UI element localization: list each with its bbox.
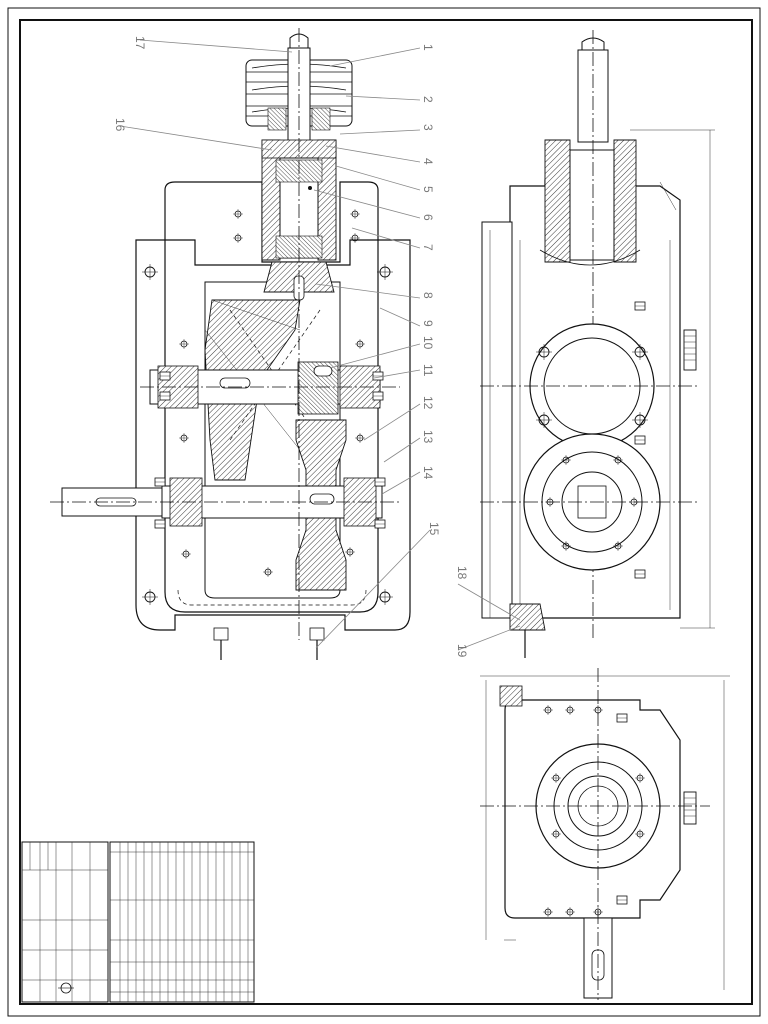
callout-1: 1 — [421, 44, 435, 51]
callout-14: 14 — [421, 466, 435, 480]
callout-12: 12 — [421, 396, 435, 410]
part-callouts: 17 1 2 3 4 5 6 7 8 9 10 11 12 13 14 15 1… — [113, 36, 469, 658]
title-block — [21, 841, 109, 1003]
outer-border — [7, 7, 761, 1017]
callout-10: 10 — [421, 336, 435, 350]
callout-13: 13 — [421, 430, 435, 444]
callout-3: 3 — [421, 124, 435, 131]
callout-2: 2 — [421, 96, 435, 103]
callout-11: 11 — [421, 364, 435, 377]
callout-4: 4 — [421, 158, 435, 165]
callout-leaders — [119, 39, 521, 651]
callout-6: 6 — [421, 214, 435, 221]
callout-17: 17 — [133, 36, 147, 50]
parts-list-table — [109, 841, 255, 1003]
callout-19: 19 — [455, 644, 469, 658]
callout-7: 7 — [421, 244, 435, 251]
top-view — [480, 668, 730, 1000]
callout-15: 15 — [427, 522, 441, 536]
callout-8: 8 — [421, 292, 435, 299]
callout-5: 5 — [421, 186, 435, 193]
front-section-view — [50, 28, 411, 660]
inner-frame — [19, 19, 753, 1005]
side-view — [480, 30, 715, 658]
callout-16: 16 — [113, 118, 127, 132]
callout-18: 18 — [455, 566, 469, 580]
callout-9: 9 — [421, 320, 435, 327]
